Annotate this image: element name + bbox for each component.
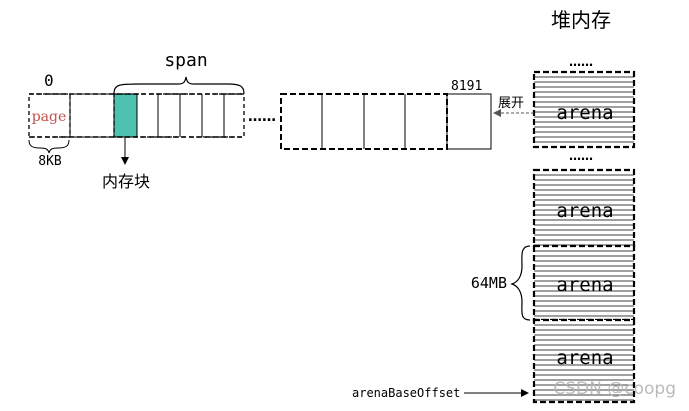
arena-label-2: arena (556, 200, 613, 222)
page-cell (69, 93, 115, 138)
first-page-index: 0 (44, 71, 54, 90)
arena-label-4: arena (556, 347, 613, 369)
arena-size-label: 64MB (471, 274, 507, 292)
heap-title: 堆内存 (551, 8, 611, 32)
watermark: CSDN @coopg (553, 379, 676, 399)
page-gap-ellipsis: …… (248, 109, 276, 125)
arena-block-4 (532, 318, 636, 404)
heap-mid-ellipsis: …… (569, 149, 593, 163)
span-brace (113, 76, 245, 95)
arena-background (534, 246, 634, 320)
page-group-left (28, 93, 245, 138)
arena-outline (532, 70, 636, 149)
arena-size-brace (510, 245, 531, 321)
page-size-label: 8KB (38, 154, 62, 169)
span-outline (113, 93, 245, 138)
expand-label: 展开 (498, 96, 524, 111)
span-label: span (164, 50, 207, 71)
arena-label-3: arena (556, 274, 613, 296)
arena-background (534, 170, 634, 246)
base-offset-label: arenaBaseOffset (352, 386, 460, 400)
arena-block-1 (532, 70, 636, 149)
arena-label-1: arena (556, 102, 613, 124)
arena-block-2 (532, 168, 636, 248)
page-size-brace (28, 139, 70, 154)
heap-top-ellipsis: …… (569, 55, 593, 69)
arena-column: …… arena arena arena arena (532, 70, 636, 404)
arena-block-3 (532, 244, 636, 322)
arena-background (534, 72, 634, 147)
last-page-index: 8191 (451, 79, 482, 94)
arena-outline (532, 318, 636, 404)
page-group-middle (280, 93, 448, 150)
arena-outline (532, 244, 636, 322)
page-cell-last (446, 93, 492, 150)
arena-background (534, 320, 634, 402)
memory-block-label: 内存块 (102, 172, 150, 191)
memory-block-highlight (113, 93, 138, 138)
page-label: page (32, 109, 67, 125)
